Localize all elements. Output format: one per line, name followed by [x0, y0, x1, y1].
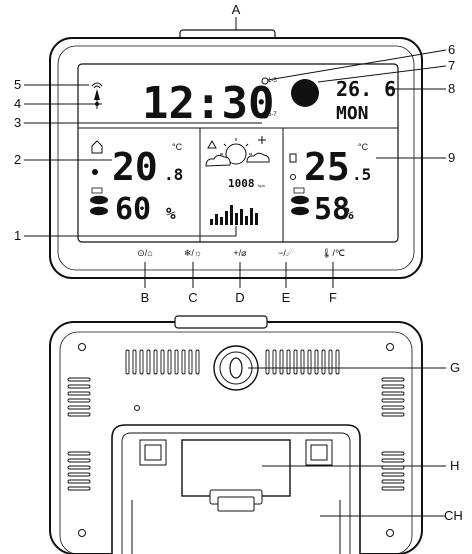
label-3: 3 — [14, 115, 21, 130]
label-9: 9 — [448, 150, 455, 165]
corner-screws — [78, 343, 394, 537]
stand-frame-inner — [121, 432, 351, 554]
svg-text:MIN: MIN — [295, 209, 305, 215]
button-f-glyph[interactable]: 🌡/℃ — [321, 248, 345, 258]
snow-icon — [258, 136, 266, 144]
label-6: 6 — [448, 42, 455, 57]
back-housing-inner — [59, 331, 413, 554]
alert-icons — [207, 139, 217, 149]
battery-latch[interactable] — [209, 489, 263, 512]
alarm-2-days: 6-7 — [268, 112, 277, 118]
label-h: H — [450, 458, 459, 473]
battery-compartment[interactable] — [181, 439, 291, 497]
label-c: C — [188, 290, 197, 305]
outdoor-humidity-unit: % — [344, 204, 354, 223]
button-e-glyph[interactable]: −/☄ — [278, 248, 294, 258]
svg-text:MAX: MAX — [94, 198, 106, 204]
label-8: 8 — [448, 81, 455, 96]
indoor-comfort-icon — [92, 169, 98, 175]
label-ch: CH — [444, 508, 463, 523]
label-7: 7 — [448, 58, 455, 73]
lcd-screen — [77, 63, 399, 243]
label-1: 1 — [14, 228, 21, 243]
label-5: 5 — [14, 77, 21, 92]
reset-hole[interactable] — [134, 405, 140, 411]
callouts: A 5 4 3 2 1 6 7 8 9 B C D E F G — [14, 2, 463, 523]
right-vents — [381, 377, 405, 491]
alarm-1-icon — [261, 77, 269, 85]
label-d: D — [235, 290, 244, 305]
button-d-glyph[interactable]: +/⌀ — [233, 248, 247, 258]
button-c-glyph[interactable]: ❄/☼ — [184, 248, 202, 258]
back-top-tab — [174, 315, 268, 329]
moon-phase-icon — [287, 79, 319, 107]
outdoor-temperature-unit: °C — [358, 142, 369, 152]
date-display: 26. 6 — [336, 77, 396, 101]
indoor-humidity-unit: % — [166, 204, 176, 223]
indoor-humidity: 60 — [115, 192, 151, 227]
indoor-battery-icon — [91, 187, 103, 194]
wall-mount-hole — [213, 345, 259, 391]
alarm-1-days: 1-5 — [268, 78, 277, 84]
pressure-history-bars — [210, 205, 258, 225]
indoor-temperature-decimal: .8 — [164, 165, 183, 184]
outdoor-temperature-decimal: .5 — [352, 165, 371, 184]
back-view — [49, 315, 423, 554]
time-display: 12:30 — [142, 78, 274, 129]
outdoor-humidity: 58 — [314, 192, 350, 227]
label-a: A — [232, 2, 241, 17]
label-2: 2 — [14, 152, 21, 167]
label-f: F — [329, 290, 337, 305]
outdoor-min-badge: MIN — [291, 206, 309, 216]
indoor-temperature: 20 — [112, 145, 158, 189]
stand-hinges — [139, 439, 333, 466]
alarm-2-icon — [261, 111, 269, 119]
svg-text:MIN: MIN — [94, 209, 104, 215]
weather-forecast-icon — [205, 138, 270, 167]
label-e: E — [282, 290, 291, 305]
indoor-min-badge: MIN — [90, 206, 108, 216]
indoor-temperature-unit: °C — [172, 142, 183, 152]
pressure-unit: hpa — [258, 183, 265, 188]
label-g: G — [450, 360, 460, 375]
dst-icon — [92, 99, 102, 109]
radio-signal-icon — [91, 82, 103, 100]
outdoor-sensor-icon — [289, 153, 297, 163]
svg-text:MAX: MAX — [295, 198, 307, 204]
pressure-display: 1008 — [228, 177, 255, 190]
label-4: 4 — [14, 96, 21, 111]
indoor-max-badge: MAX — [90, 195, 108, 205]
button-b-glyph[interactable]: ⊙/⌂ — [137, 248, 152, 258]
label-b: B — [141, 290, 150, 305]
left-vents — [67, 377, 91, 491]
top-vents — [125, 349, 340, 375]
outdoor-battery-icon — [293, 187, 305, 194]
outdoor-temperature: 25 — [304, 145, 350, 189]
weekday-display: MON — [336, 103, 369, 124]
outdoor-comfort-icon — [290, 174, 296, 180]
outdoor-max-badge: MAX — [291, 195, 309, 205]
front-view: 12:30 1-5 6-7 26. 6 MON 20 .8 °C MA — [49, 29, 423, 279]
indoor-home-icon — [91, 140, 103, 154]
